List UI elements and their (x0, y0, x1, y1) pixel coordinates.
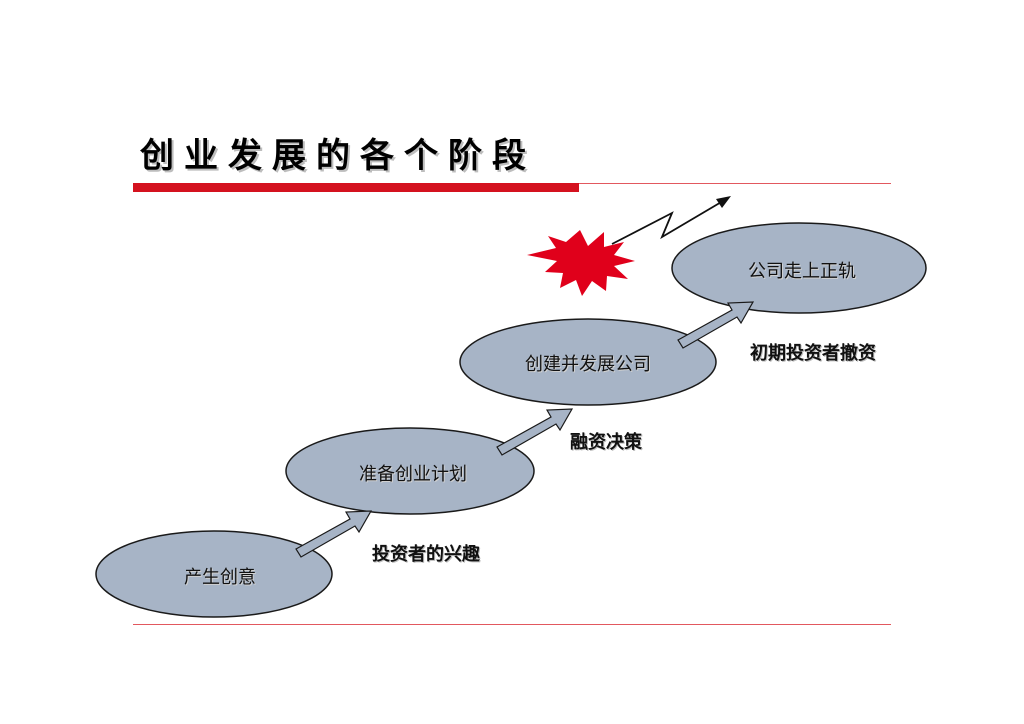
stage-ellipse-3 (459, 318, 717, 406)
footer-divider (133, 624, 891, 625)
transition-arrow-2 (496, 408, 574, 456)
transition-label-2: 融资决策 (570, 432, 642, 453)
title-underline-thin (579, 183, 891, 184)
exit-burst-icon (527, 230, 635, 296)
stage-label-4: 公司走上正轨 (748, 261, 856, 282)
transition-label-1: 投资者的兴趣 (372, 544, 480, 565)
page-title: 创业发展的各个阶段 (140, 136, 536, 176)
stage-label-3: 创建并发展公司 (525, 354, 651, 375)
stage-label-2: 准备创业计划 (359, 464, 467, 485)
growth-arrowhead-icon (716, 196, 731, 208)
transition-arrow-3 (677, 301, 755, 349)
transition-arrow-1 (295, 510, 373, 558)
stage-ellipse-1 (95, 530, 333, 618)
growth-zigzag-arrow-icon (611, 200, 724, 245)
transition-label-3: 初期投资者撤资 (750, 343, 876, 364)
stage-ellipse-4 (671, 222, 927, 314)
stage-label-1: 产生创意 (184, 567, 256, 588)
stage-ellipse-2 (285, 427, 535, 515)
title-underline-thick (133, 183, 579, 192)
